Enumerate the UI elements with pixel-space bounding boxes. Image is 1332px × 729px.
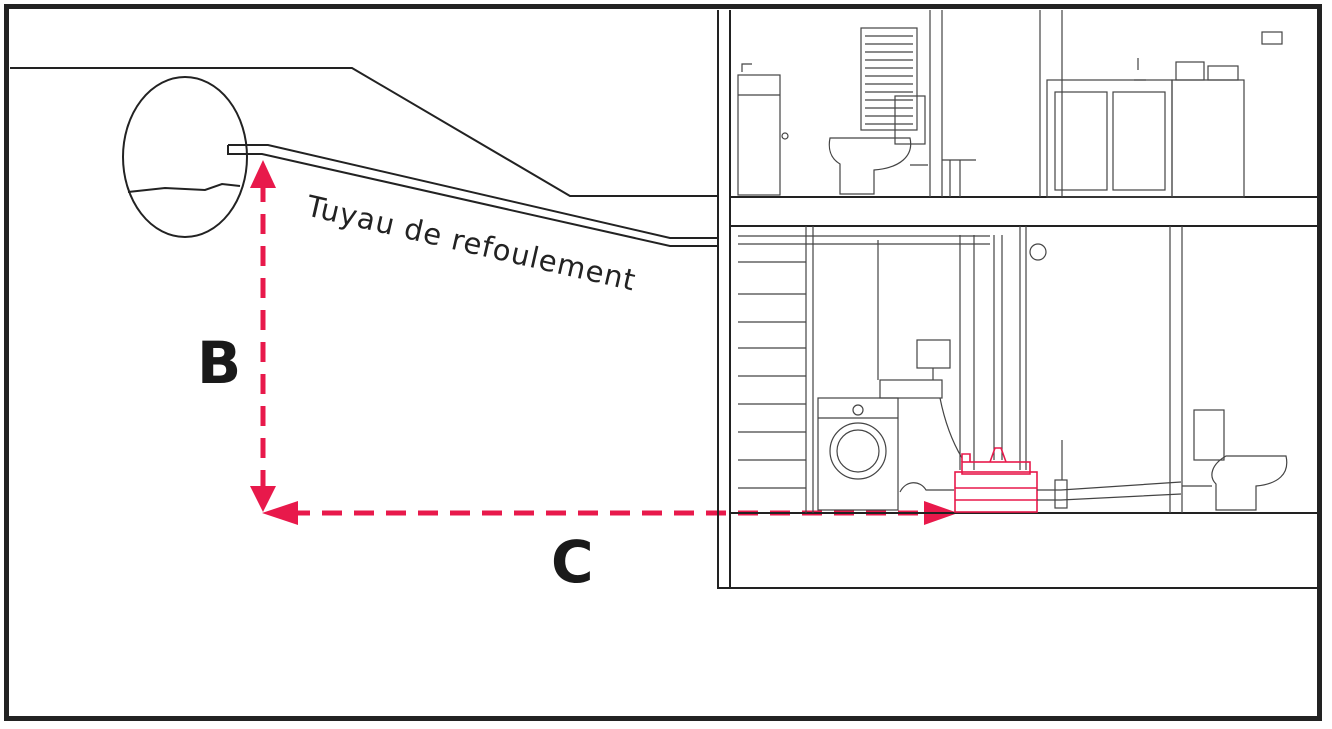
sewer-connection [122,76,248,238]
toilet-icon [828,95,976,197]
control-box-icon [877,240,963,459]
pan-icon [1134,31,1283,81]
pump-inlets [899,440,1182,509]
towel-radiator-icon [860,27,918,131]
outer-frame [4,4,1322,721]
ground-line [10,67,718,197]
toilet-icon [1182,409,1288,511]
stairs-icon [738,261,806,489]
washing-machine-icon [817,397,899,511]
discharge-pipe [227,144,718,247]
lifting-pump-icon [954,447,1038,513]
washbasin-icon [737,63,789,196]
dimension-b-arrow [250,160,276,512]
dimension-b-label: B [197,329,241,397]
pipe-label: Tuyau de refoulement [302,188,639,297]
dimension-c-label: C [551,528,594,596]
vertical-pipes [738,226,1047,470]
kitchen-cabinet-icon [1046,10,1245,198]
